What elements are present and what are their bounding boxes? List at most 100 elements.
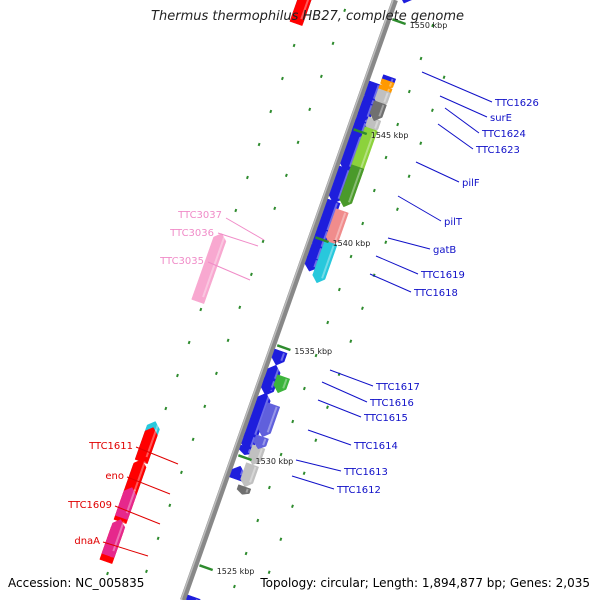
gene-arrow xyxy=(325,208,349,246)
gene-label: TTC1619 xyxy=(420,270,465,281)
gene-arrow xyxy=(402,0,412,4)
gene-arrow xyxy=(240,462,259,488)
track-dot xyxy=(292,43,296,48)
track-dot xyxy=(279,452,283,457)
gene-label: TTC1609 xyxy=(67,500,112,511)
track-dot xyxy=(203,404,207,409)
track-dot xyxy=(187,340,191,345)
topology-footer: Topology: circular; Length: 1,894,877 bp… xyxy=(260,576,590,590)
leader-line xyxy=(317,399,362,418)
gene-arrow xyxy=(339,164,365,208)
scale-tick xyxy=(353,128,368,136)
track-dot xyxy=(430,108,434,113)
gene-label: TTC1616 xyxy=(369,398,414,409)
gene-arrow-shine xyxy=(334,212,347,241)
gene-arrow xyxy=(236,484,252,495)
gene-label: TTC3036 xyxy=(169,228,214,239)
track-dot xyxy=(257,142,261,147)
scale-tick-label: 1550 kbp xyxy=(410,21,448,30)
leader-line xyxy=(369,273,412,293)
gene-arrow xyxy=(134,427,158,465)
gene-arrow-shine xyxy=(202,235,226,298)
gene-arrow-shine xyxy=(383,92,389,103)
gene-arrow-shine xyxy=(280,352,285,362)
leader-line xyxy=(415,161,460,183)
track-dot xyxy=(372,188,376,193)
track-dot xyxy=(291,419,295,424)
track-dot xyxy=(419,56,423,61)
gene-label: surE xyxy=(490,113,512,124)
scale-tick xyxy=(276,344,291,352)
track-dot xyxy=(238,305,242,310)
leader-line xyxy=(295,459,342,472)
scale-tick-label: 1540 kbp xyxy=(333,239,371,248)
track-dot xyxy=(308,107,312,112)
scale-tick-label: 1545 kbp xyxy=(371,131,409,140)
track-dot xyxy=(279,537,283,542)
leader-line xyxy=(437,123,474,150)
leader-line xyxy=(307,429,352,446)
track-dot xyxy=(176,373,179,378)
track-dot xyxy=(291,504,294,509)
gene-arrow-shine xyxy=(250,436,256,448)
track-dot xyxy=(431,23,435,28)
gene-arrow xyxy=(248,444,266,466)
gene-arrow-shine xyxy=(366,104,373,118)
gene-arrow-shine xyxy=(282,378,288,389)
gene-arrow-shine xyxy=(262,438,267,446)
gene-arrow-shine xyxy=(378,104,385,117)
track-dot xyxy=(284,173,288,178)
track-dot xyxy=(267,485,271,490)
gene-label: TTC3035 xyxy=(159,256,204,267)
track-dot xyxy=(261,239,265,244)
gene-arrow xyxy=(271,348,288,366)
gene-label: TTC1626 xyxy=(494,98,539,109)
track-dot xyxy=(395,207,399,212)
gene-arrow-shine xyxy=(337,169,350,200)
scale-tick xyxy=(199,564,214,572)
track-dot xyxy=(337,287,341,292)
gene-label: TTC1614 xyxy=(353,441,398,452)
genome-backbone-highlight xyxy=(180,0,394,600)
gene-arrow-shine xyxy=(388,82,393,87)
leader-line xyxy=(291,475,335,490)
scale-tick xyxy=(237,454,252,462)
gene-label: TTC1613 xyxy=(343,467,388,478)
gene-arrow xyxy=(101,519,126,559)
track-dot xyxy=(226,338,230,343)
gene-label: pilF xyxy=(462,178,480,189)
gene-label: TTC1611 xyxy=(88,441,133,452)
label-leader-lines xyxy=(102,71,493,557)
leader-line xyxy=(114,505,161,525)
leader-line xyxy=(397,195,442,222)
track-dot xyxy=(302,386,306,391)
track-dot xyxy=(349,339,353,344)
track-dot xyxy=(234,208,238,213)
leader-line xyxy=(135,446,179,465)
gene-arrow-shine xyxy=(239,467,245,476)
track-dot xyxy=(302,471,306,476)
track-dot xyxy=(273,206,277,211)
gene-arrow xyxy=(191,233,227,305)
track-dot xyxy=(269,109,273,114)
gene-label: TTC1615 xyxy=(363,413,408,424)
leader-line xyxy=(321,381,368,403)
scale-tick-label: 1525 kbp xyxy=(217,567,255,576)
track-dot xyxy=(360,306,364,311)
track-dot xyxy=(246,175,249,180)
gene-arrow-shine xyxy=(133,461,146,492)
leader-line xyxy=(421,71,493,103)
gene-arrow-shine xyxy=(245,488,249,493)
gene-arrow-shine xyxy=(274,366,280,380)
track-dot xyxy=(168,503,172,508)
gene-label: TTC1612 xyxy=(336,485,381,496)
track-dot xyxy=(296,140,300,145)
gene-arrow-shine xyxy=(247,448,251,454)
gene-arrow-shine xyxy=(313,259,318,268)
gene-arrow xyxy=(186,594,201,600)
leader-line xyxy=(225,217,265,241)
track-dot xyxy=(106,571,109,576)
track-dot xyxy=(164,406,168,411)
